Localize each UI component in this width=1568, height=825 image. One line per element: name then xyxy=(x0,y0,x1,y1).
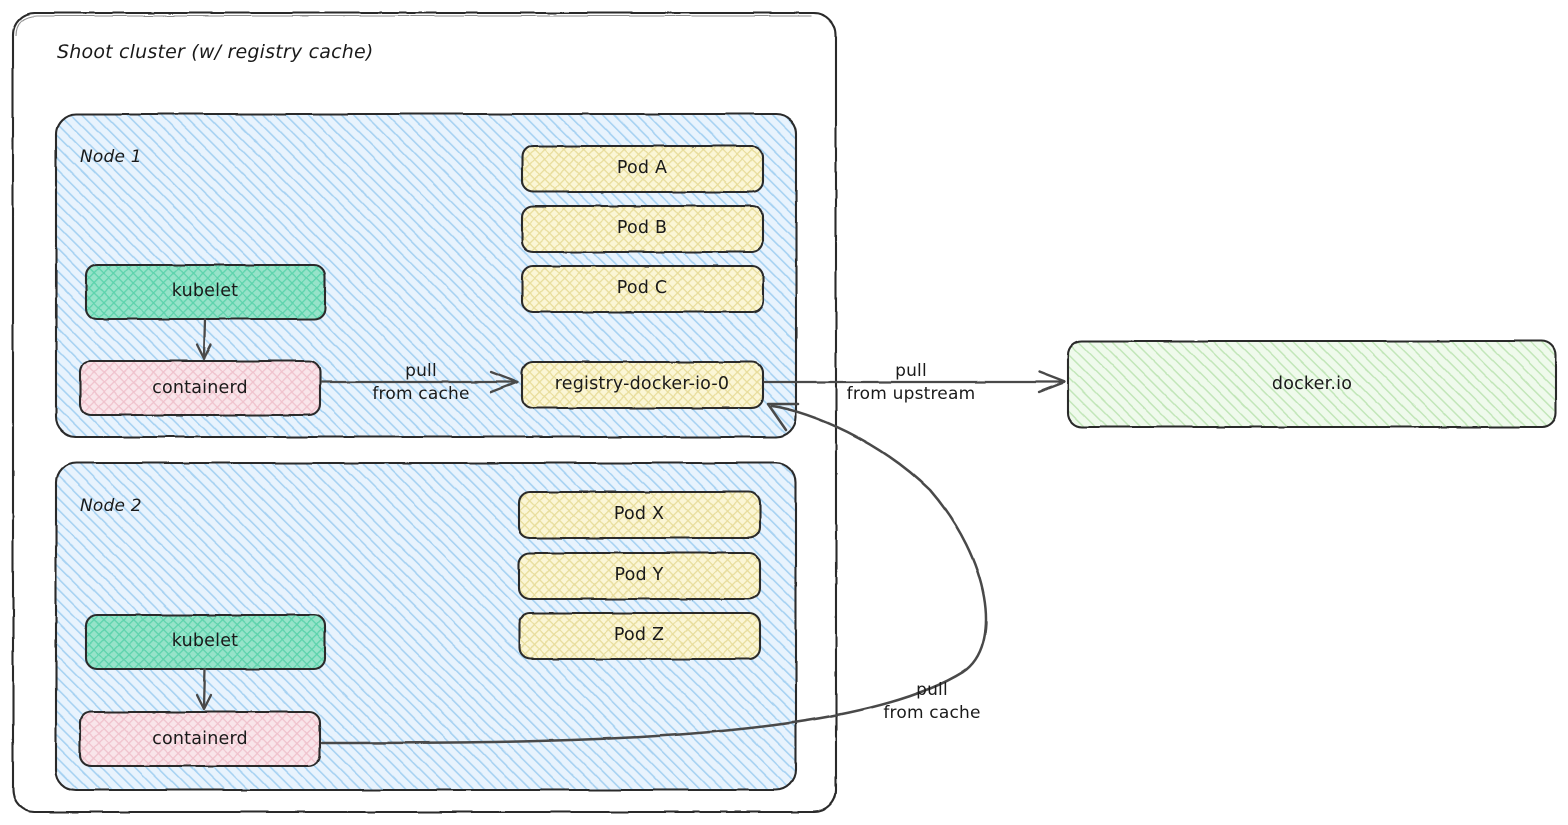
node-2-containerd-box[interactable] xyxy=(78,710,322,768)
arrow-node2-kubelet-to-containerd xyxy=(195,667,213,711)
arrow-node1-kubelet-to-containerd xyxy=(195,317,213,361)
pod-c-box[interactable] xyxy=(520,264,765,314)
pod-b-box[interactable] xyxy=(520,204,765,254)
node-2-box xyxy=(54,461,798,792)
arrow-node1-containerd-to-cache xyxy=(320,370,519,394)
node-1-box xyxy=(54,112,798,439)
pod-a-box[interactable] xyxy=(520,144,765,194)
pod-z-box[interactable] xyxy=(517,611,762,661)
registry-cache-pod-box[interactable] xyxy=(520,360,765,410)
pod-x-box[interactable] xyxy=(517,490,762,540)
pod-y-box[interactable] xyxy=(517,551,762,601)
node-1-containerd-box[interactable] xyxy=(78,359,322,417)
arrow-cache-to-upstream xyxy=(763,370,1067,394)
arrow-node2-containerd-to-cache xyxy=(320,402,988,745)
upstream-registry-box[interactable] xyxy=(1066,339,1558,429)
